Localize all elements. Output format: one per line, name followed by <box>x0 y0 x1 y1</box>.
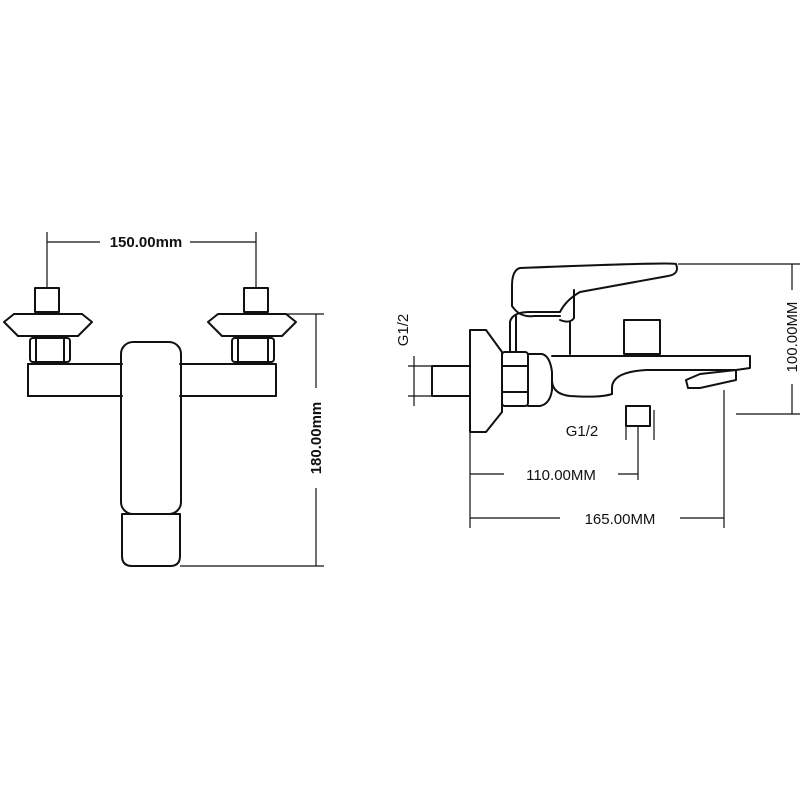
outlet-thread-label: G1/2 <box>566 423 599 440</box>
front-view: 150.00mm 180.00mm <box>3 232 325 567</box>
right-nut <box>231 337 275 363</box>
outlet-connector <box>625 405 651 427</box>
side-body-connector <box>527 353 553 407</box>
side-hex-nut <box>501 351 529 407</box>
side-spout-body <box>551 355 751 398</box>
mixer-body-bar <box>27 363 277 397</box>
left-nut <box>29 337 71 363</box>
side-depth-short-dimension: 110.00MM <box>526 467 596 484</box>
side-depth-long-dimension: 165.00MM <box>585 511 656 528</box>
left-inlet-stub <box>34 287 60 313</box>
side-wall-flange <box>469 329 503 433</box>
inlet-thread-label: G1/2 <box>395 314 412 347</box>
mixer-center-body <box>120 341 182 515</box>
lever-stem <box>559 289 575 323</box>
right-flange <box>207 313 297 337</box>
side-spout-tip <box>685 369 737 389</box>
cartridge-housing <box>515 315 571 355</box>
side-view: G1/2 G1/2 100.00MM <box>395 262 800 528</box>
right-inlet-stub <box>243 287 269 313</box>
diverter-knob <box>623 319 661 355</box>
front-width-dimension: 150.00mm <box>110 234 183 251</box>
left-flange <box>3 313 93 337</box>
front-height-dimension: 180.00mm <box>308 402 325 475</box>
side-inlet-pipe <box>431 365 471 397</box>
side-height-dimension: 100.00MM <box>784 302 800 373</box>
spout-front <box>121 513 181 567</box>
lever-handle <box>509 262 678 353</box>
